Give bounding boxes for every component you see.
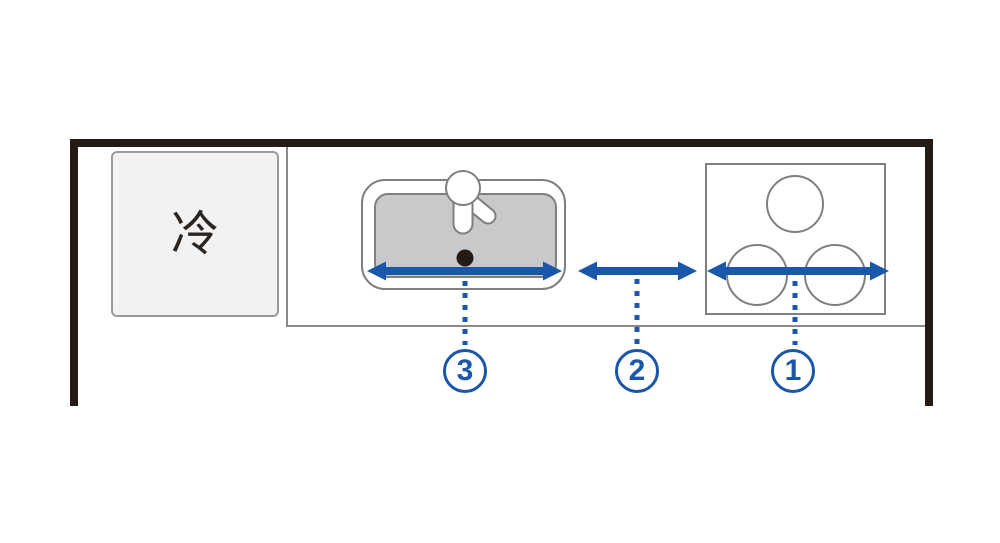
faucet-icon (445, 170, 497, 235)
stove-burner-icon (766, 175, 824, 233)
measure-badge-3: 3 (443, 349, 487, 393)
refrigerator: 冷 (111, 151, 279, 317)
sink-drain-icon (456, 249, 474, 267)
wall-right (925, 139, 933, 406)
refrigerator-label: 冷 (170, 206, 219, 262)
measure-badge-1: 1 (771, 349, 815, 393)
wall-top (70, 139, 933, 147)
wall-left (70, 139, 78, 406)
measure-badge-2: 2 (615, 349, 659, 393)
